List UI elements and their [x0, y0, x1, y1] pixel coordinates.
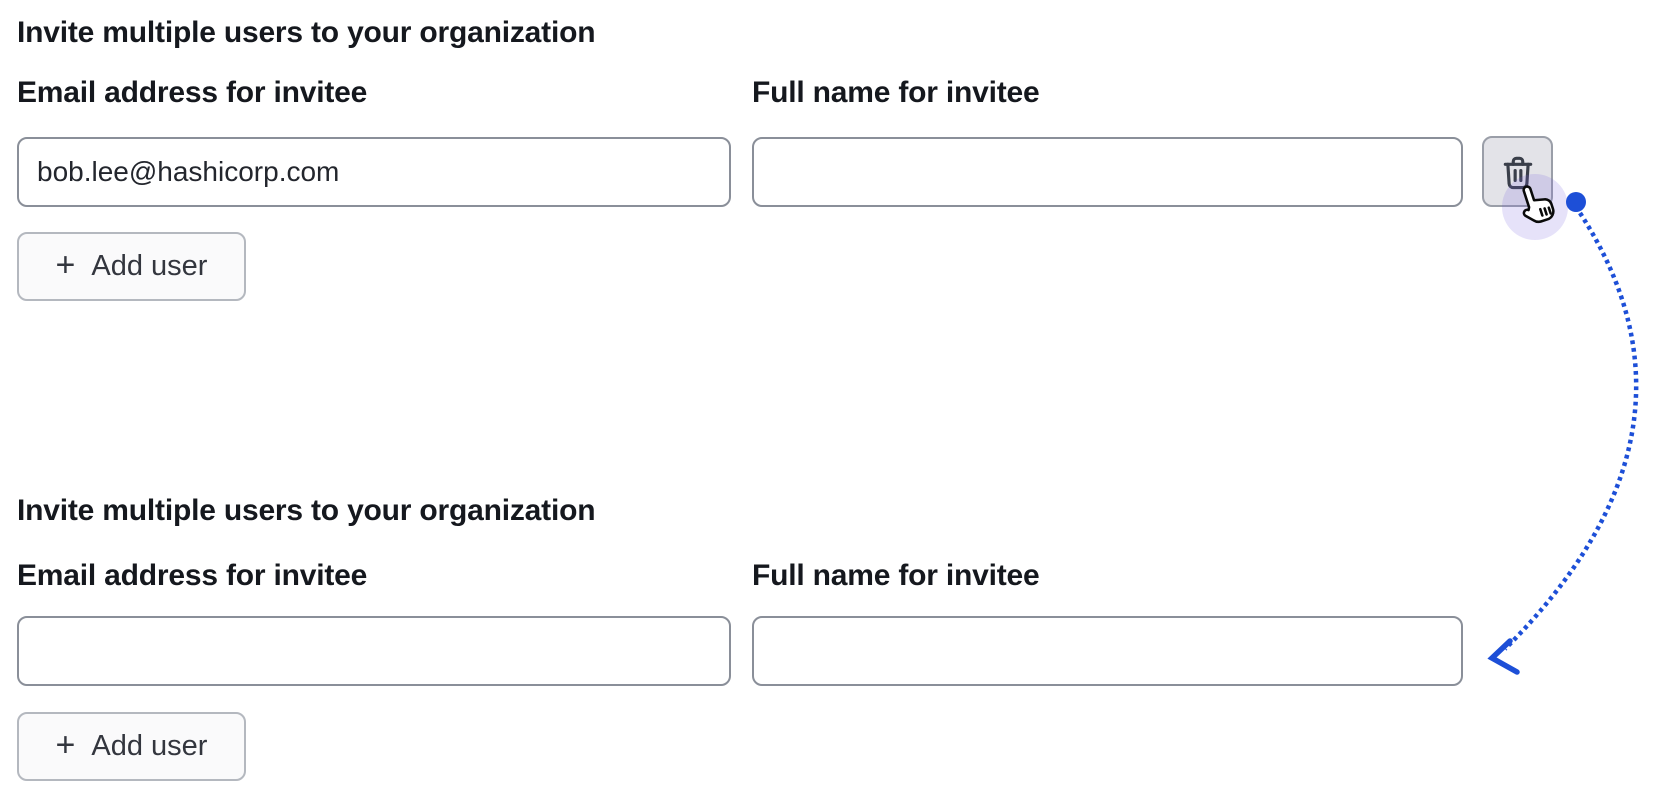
add-user-label: Add user — [91, 250, 208, 282]
fullname-input[interactable] — [752, 616, 1463, 686]
email-input[interactable] — [17, 137, 731, 207]
email-label: Email address for invitee — [17, 76, 368, 109]
form-heading: Invite multiple users to your organizati… — [17, 494, 596, 527]
trash-icon — [1503, 156, 1532, 190]
cursor-click-highlight — [1502, 174, 1568, 240]
plus-icon: + — [55, 726, 76, 764]
fullname-label: Full name for invitee — [752, 76, 1040, 109]
form-heading: Invite multiple users to your organizati… — [17, 16, 596, 49]
plus-icon: + — [55, 246, 76, 284]
fullname-label: Full name for invitee — [752, 559, 1040, 592]
invite-form-before-delete: Invite multiple users to your organizati… — [17, 16, 1553, 301]
email-label: Email address for invitee — [17, 559, 368, 592]
add-user-button[interactable]: + Add user — [17, 232, 246, 301]
add-user-label: Add user — [91, 730, 208, 762]
email-input[interactable] — [17, 616, 731, 686]
fullname-input[interactable] — [752, 137, 1463, 207]
add-user-button[interactable]: + Add user — [17, 712, 246, 781]
